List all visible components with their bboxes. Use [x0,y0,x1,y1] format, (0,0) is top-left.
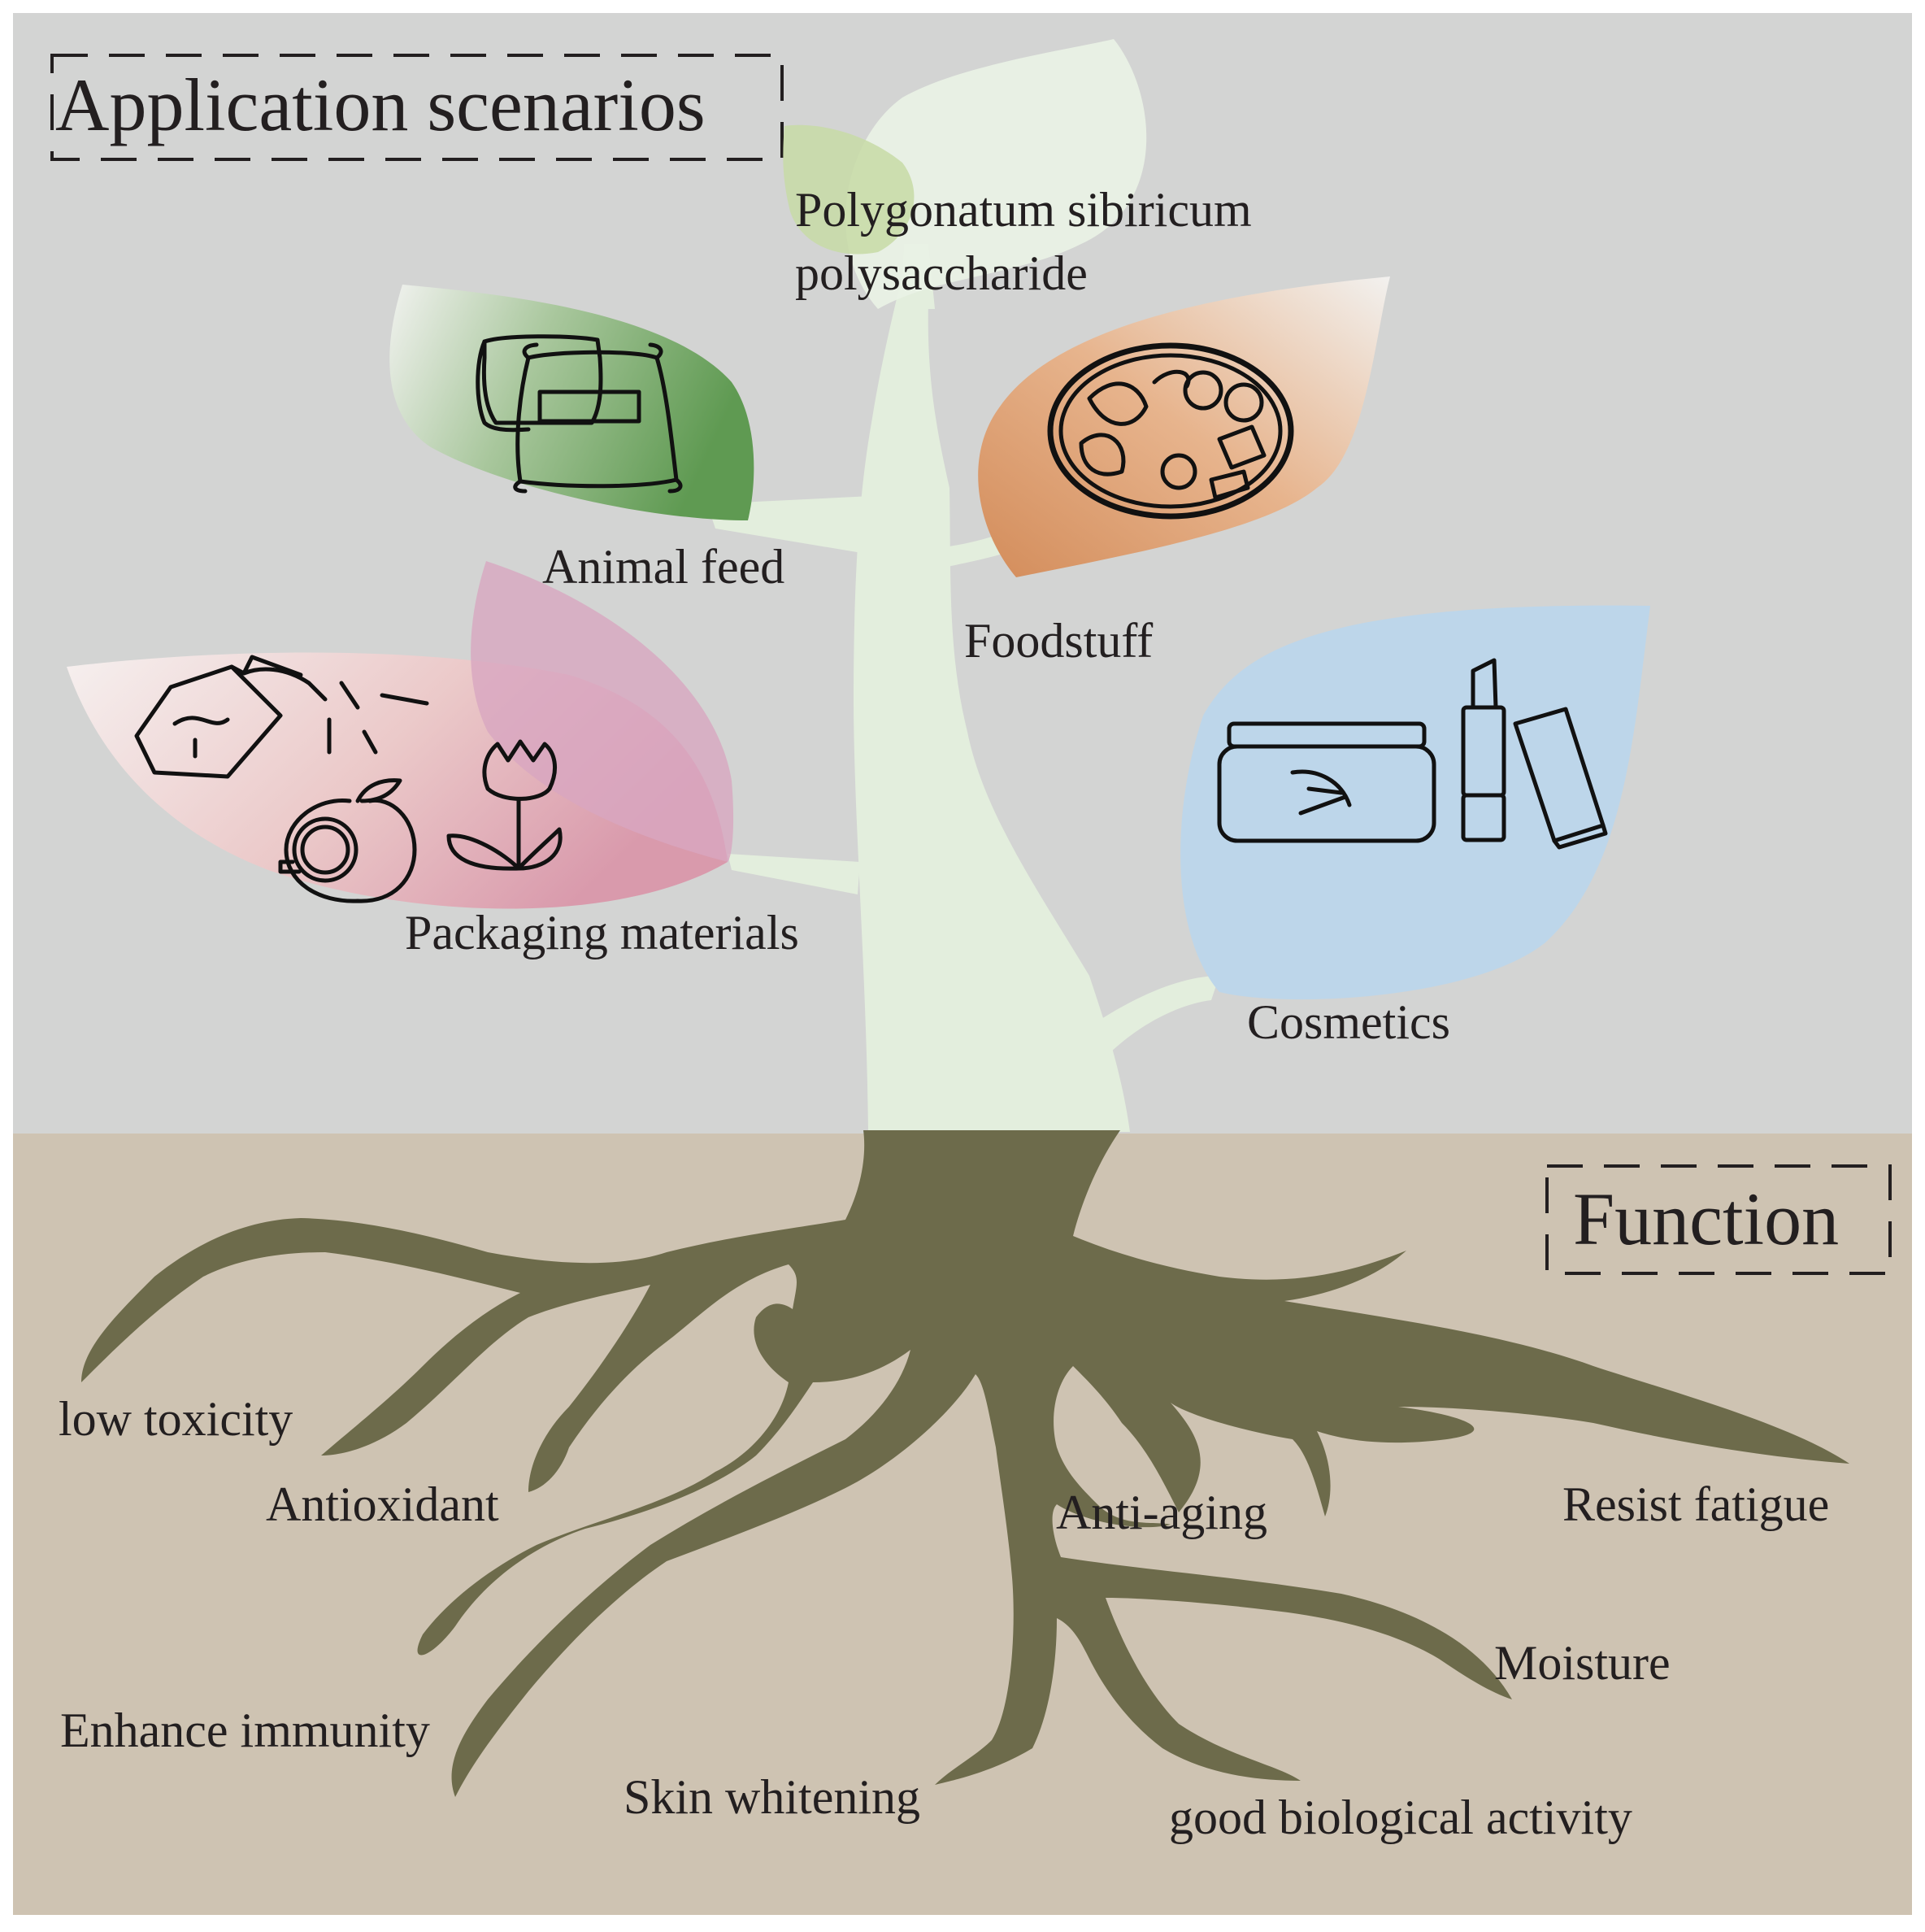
label-anti-aging: Anti-aging [1056,1486,1267,1539]
label-enhance-immunity: Enhance immunity [60,1704,430,1757]
roots [81,1130,1849,1797]
label-moisture: Moisture [1494,1636,1671,1690]
function-title: Function [1573,1177,1839,1260]
function-frame [1545,1164,1892,1275]
leaf-top-green [783,124,915,255]
lipstick-icon [1461,658,1506,842]
label-good-biological-activity: good biological activity [1169,1791,1632,1844]
label-foodstuff: Foodstuff [964,614,1153,668]
label-cosmetics: Cosmetics [1247,995,1450,1049]
label-resist-fatigue: Resist fatigue [1562,1477,1829,1531]
application-scenarios-frame [50,54,784,161]
label-antioxidant: Antioxidant [266,1477,499,1531]
food-plate-icon [1047,342,1294,520]
leaf-packaging-pink [471,561,734,862]
leaf-top [845,39,1147,309]
label-animal-feed: Animal feed [542,540,784,594]
spray-bottle-icon [134,655,429,779]
apple-icon [278,778,417,903]
center-label-line2: polysaccharide [795,246,1088,300]
center-label-line1: Polygonatum sibiricum [795,183,1252,237]
lotion-tube-icon [1513,707,1608,850]
leaf-animal-feed [389,285,754,520]
cosmetics-jar-icon [1217,721,1436,843]
leaf-cosmetics [1180,605,1650,1000]
leaf-foodstuff [978,276,1390,577]
feed-sacks-icon [476,334,683,494]
application-scenarios-title: Application scenarios [55,63,706,146]
label-skin-whitening: Skin whitening [624,1770,920,1824]
label-low-toxicity: low toxicity [59,1392,293,1446]
label-packaging-materials: Packaging materials [405,906,799,959]
tulip-icon [446,739,563,871]
